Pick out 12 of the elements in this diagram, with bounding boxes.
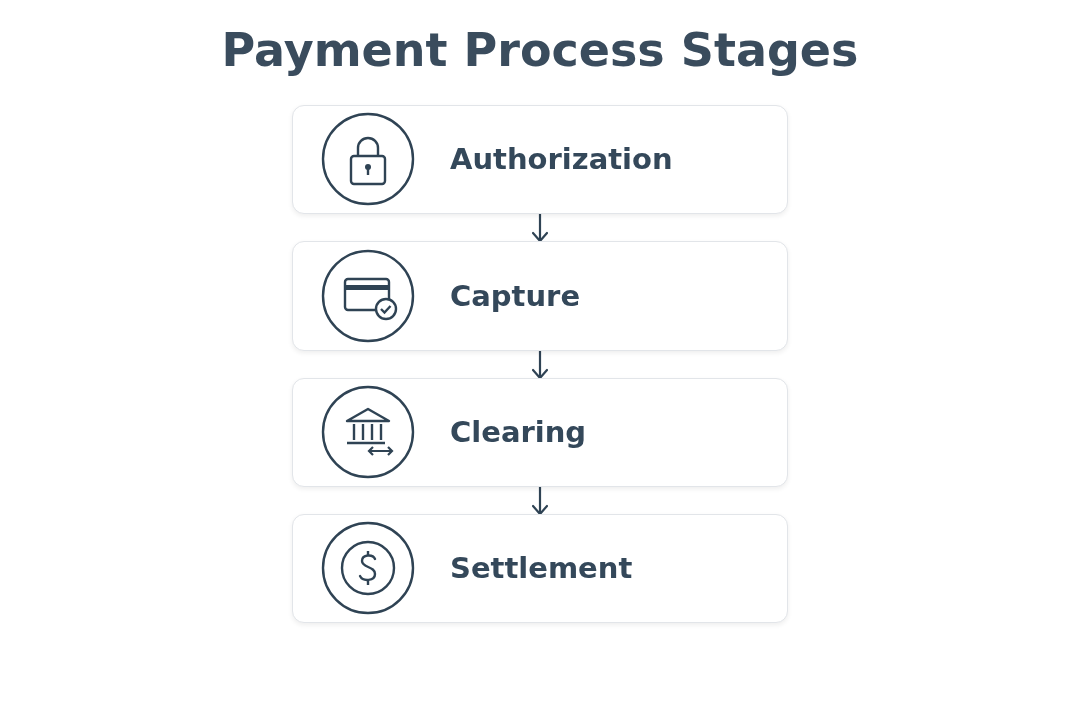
- diagram-title: Payment Process Stages: [221, 22, 859, 79]
- stage-card: [292, 514, 788, 623]
- stage-label: Clearing: [450, 414, 587, 450]
- stage-label: Authorization: [450, 141, 673, 177]
- stage-label: Capture: [450, 278, 581, 314]
- arrow: [531, 351, 549, 380]
- stage-card: [292, 378, 788, 487]
- stage-card: [292, 241, 788, 351]
- arrow: [531, 487, 549, 516]
- stage-label: Settlement: [450, 550, 633, 586]
- stage-card: [292, 105, 788, 214]
- arrow: [531, 214, 549, 243]
